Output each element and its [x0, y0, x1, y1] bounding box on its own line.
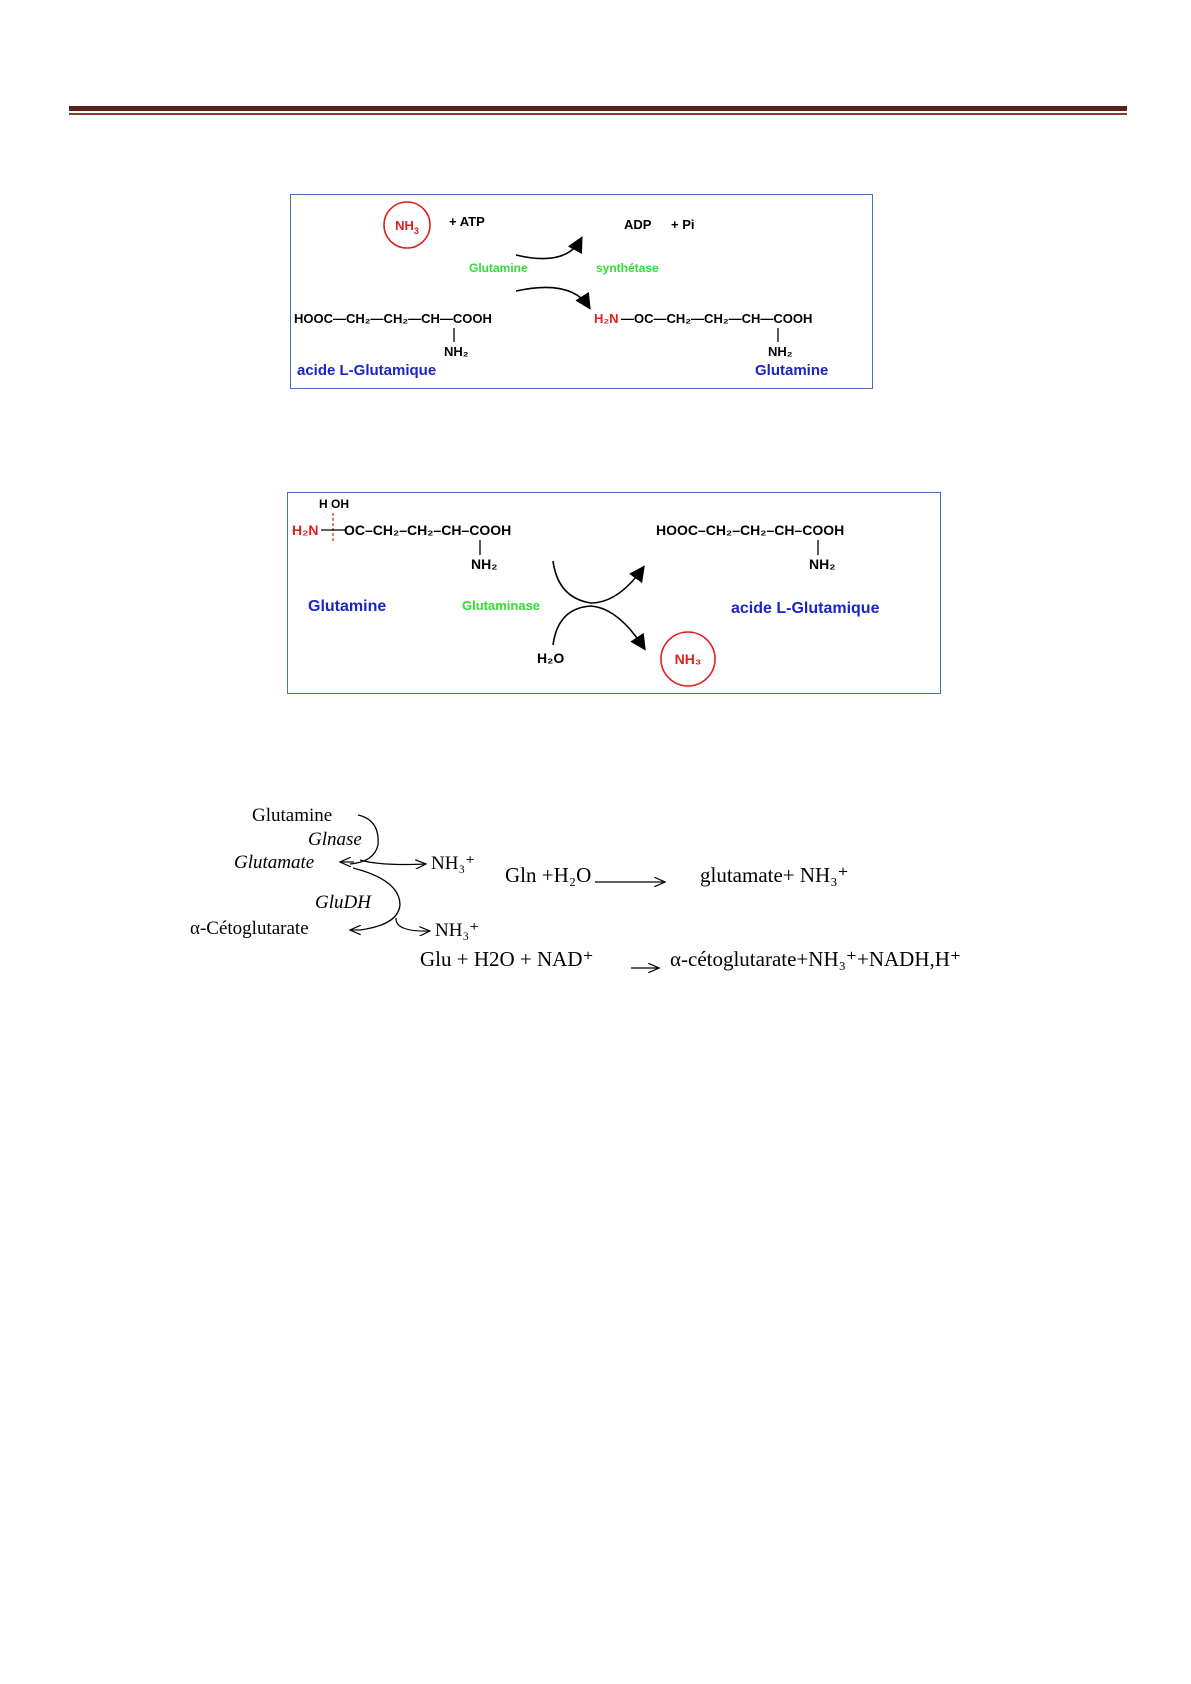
header-rule-thin — [69, 113, 1127, 115]
atp-label: + ATP — [449, 214, 485, 229]
glutamic-acid-name: acide L-Glutamique — [731, 600, 880, 617]
arrow-nh3-1 — [359, 860, 426, 865]
adp-label: ADP — [624, 217, 652, 232]
glutamine-synthetase-reaction-box: NH3 + ATP ADP + Pi Glutamine synthétase … — [290, 194, 873, 389]
equation2-left: Glu + H2O + NAD⁺ — [420, 947, 594, 971]
arrow-to-nh3 — [552, 605, 646, 651]
nh3-label: NH3 — [395, 218, 419, 236]
enzyme-synthetase-label: synthétase — [596, 261, 659, 275]
glutamic-acid-name: acide L-Glutamique — [297, 362, 436, 379]
product-nh2: NH₂ — [768, 344, 793, 359]
equation2-right: α-cétoglutarate+NH₃⁺+NADH,H⁺ — [670, 947, 961, 971]
glutaminase-reaction-box: H OH H₂N OC–CH₂–CH₂–CH–COOH NH₂ HOOC–CH₂… — [287, 492, 941, 694]
arrow-to-glutamine — [515, 286, 591, 310]
scheme-drawing: Glutamine Glnase Glutamate NH₃⁺ GluDH α-… — [190, 805, 961, 990]
glutamine-name: Glutamine — [755, 362, 828, 379]
glutamic-acid-formula: HOOC—CH₂—CH₂—CH—COOH — [294, 311, 492, 326]
gludh-curve — [352, 867, 401, 931]
reactant-nh2: NH₂ — [444, 344, 469, 359]
equation1-right: glutamate+ NH₃⁺ — [700, 863, 849, 887]
equation1-left: Gln +H₂O — [505, 863, 591, 887]
glutamine-name: Glutamine — [308, 598, 386, 615]
glutamine-chain: OC–CH₂–CH₂–CH–COOH — [344, 522, 511, 538]
product-h2n: H₂N — [594, 311, 619, 326]
glutamine-label: Glutamine — [252, 805, 332, 826]
enzyme-glutamine-label: Glutamine — [469, 261, 528, 275]
arrow-to-adp — [515, 236, 583, 260]
glutaminase-label: Glutaminase — [462, 598, 540, 613]
substrate-nh2: NH₂ — [471, 556, 497, 572]
glutamine-formula: —OC—CH₂—CH₂—CH—COOH — [621, 311, 812, 326]
arrow-nh3-2 — [395, 917, 430, 931]
header-rule — [69, 106, 1127, 111]
product-nh2: NH₂ — [809, 556, 835, 572]
gludh-label: GluDH — [315, 892, 372, 913]
glnase-curve — [349, 814, 379, 865]
water-label: H₂O — [537, 650, 564, 666]
hoh-label: H OH — [319, 497, 349, 511]
nh3-label: NH₃ — [675, 651, 702, 667]
nh3-release-2: NH₃⁺ — [435, 920, 479, 941]
h2n-label: H₂N — [292, 522, 318, 538]
reaction1-drawing: NH3 + ATP ADP + Pi Glutamine synthétase … — [294, 201, 828, 379]
glnase-label: Glnase — [308, 829, 362, 850]
pi-label: + Pi — [671, 217, 695, 232]
cetoglutarate-label: α-Cétoglutarate — [190, 918, 309, 939]
glutamic-acid-chain: HOOC–CH₂–CH₂–CH–COOH — [656, 522, 844, 538]
nh3-circle — [383, 201, 431, 249]
glutamate-label: Glutamate — [234, 852, 314, 873]
nh3-release-1: NH₃⁺ — [431, 853, 475, 874]
deamination-scheme: Glutamine Glnase Glutamate NH₃⁺ GluDH α-… — [190, 800, 1070, 990]
nh3-circle — [660, 631, 716, 687]
arrow-to-glutamic-acid — [552, 560, 645, 604]
reaction2-drawing: H OH H₂N OC–CH₂–CH₂–CH–COOH NH₂ HOOC–CH₂… — [292, 497, 880, 687]
